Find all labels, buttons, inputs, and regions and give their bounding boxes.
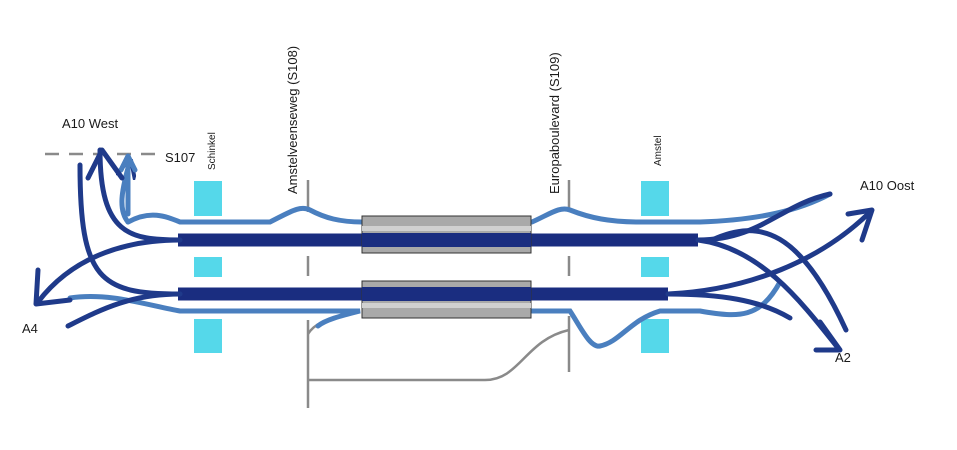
amstel-bridges [641,181,669,353]
label-a2: A2 [835,350,851,365]
label-s107: S107 [165,150,195,165]
label-a4: A4 [22,321,38,336]
s107-arrow-icon [118,153,138,217]
label-s109: Europaboulevard (S109) [547,52,562,194]
label-s108: Amstelveenseweg (S108) [285,46,300,194]
label-schinkel: Schinkel [207,132,218,170]
label-a10-west: A10 West [62,116,119,131]
label-amstel: Amstel [653,135,664,166]
connecting-road [308,328,570,382]
interchange-ramps [33,147,875,353]
label-a10-oost: A10 Oost [860,178,915,193]
schinkel-bridges [194,181,222,353]
parallel-carriageways [67,168,833,349]
tunnel-north [361,215,532,254]
tunnel-south [361,280,532,319]
